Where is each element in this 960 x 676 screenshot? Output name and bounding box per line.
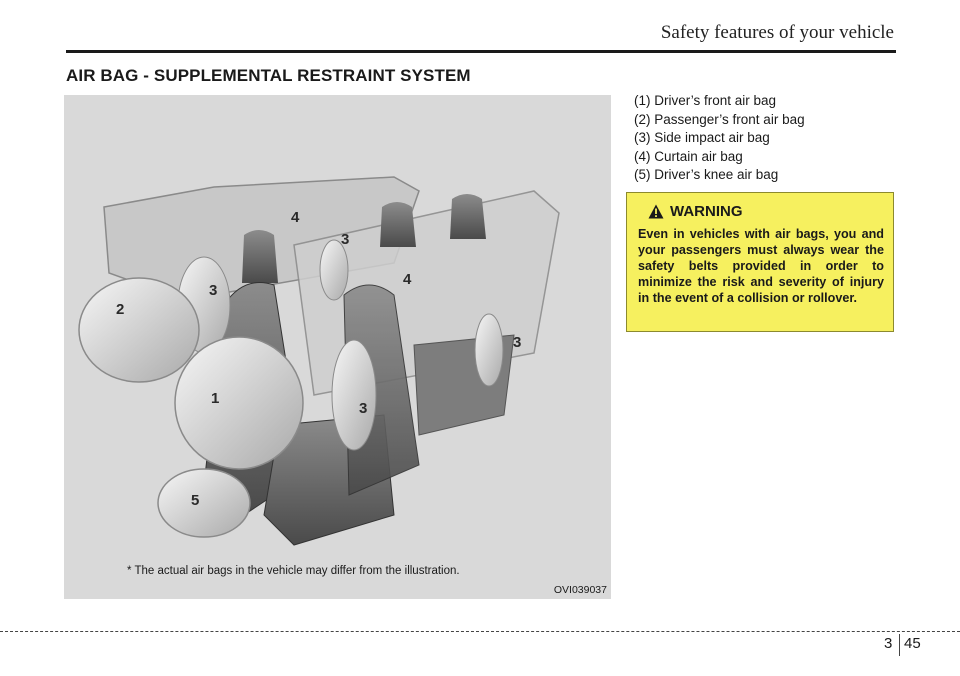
- warning-body: Even in vehicles with air bags, you and …: [638, 227, 884, 305]
- airbag-drawing: 1 2 3 3 3 3 4 4 5: [78, 176, 560, 546]
- figure-code: OVI039037: [553, 584, 607, 596]
- callout-3-front: 3: [209, 282, 217, 299]
- page-number: 45: [904, 635, 921, 652]
- header-title: Safety features of your vehicle: [660, 22, 894, 43]
- figure-note: * The actual air bags in the vehicle may…: [127, 565, 460, 577]
- airbag-illustration: 1 2 3 3 3 3 4 4 5 * The actual air bags …: [64, 95, 611, 599]
- legend-item: (3) Side impact air bag: [634, 130, 770, 145]
- callout-3-seat: 3: [359, 400, 367, 417]
- callout-1: 1: [211, 390, 219, 407]
- callout-2: 2: [116, 301, 124, 318]
- callout-4-right: 4: [403, 271, 412, 288]
- warning-header: WARNING: [648, 203, 884, 220]
- warning-title: WARNING: [670, 203, 743, 220]
- warning-box: WARNING Even in vehicles with air bags, …: [626, 192, 894, 332]
- callout-4-left: 4: [291, 209, 300, 226]
- callout-3-rear: 3: [341, 231, 349, 248]
- callout-3-right: 3: [513, 334, 521, 351]
- footer-rule: [0, 631, 960, 632]
- header-rule: [66, 50, 896, 53]
- legend-item: (5) Driver’s knee air bag: [634, 167, 779, 182]
- legend-item: (2) Passenger’s front air bag: [634, 111, 805, 127]
- chapter-number: 3: [884, 635, 893, 652]
- warning-icon: [648, 204, 664, 219]
- callout-5: 5: [191, 492, 199, 509]
- legend-item: (4) Curtain air bag: [634, 148, 743, 164]
- section-title: AIR BAG - SUPPLEMENTAL RESTRAINT SYSTEM: [66, 66, 471, 85]
- legend-item: (1) Driver’s front air bag: [634, 93, 777, 108]
- airbag-legend: (1) Driver’s front air bag (2) Passenger…: [634, 92, 805, 185]
- page-divider: [899, 634, 900, 656]
